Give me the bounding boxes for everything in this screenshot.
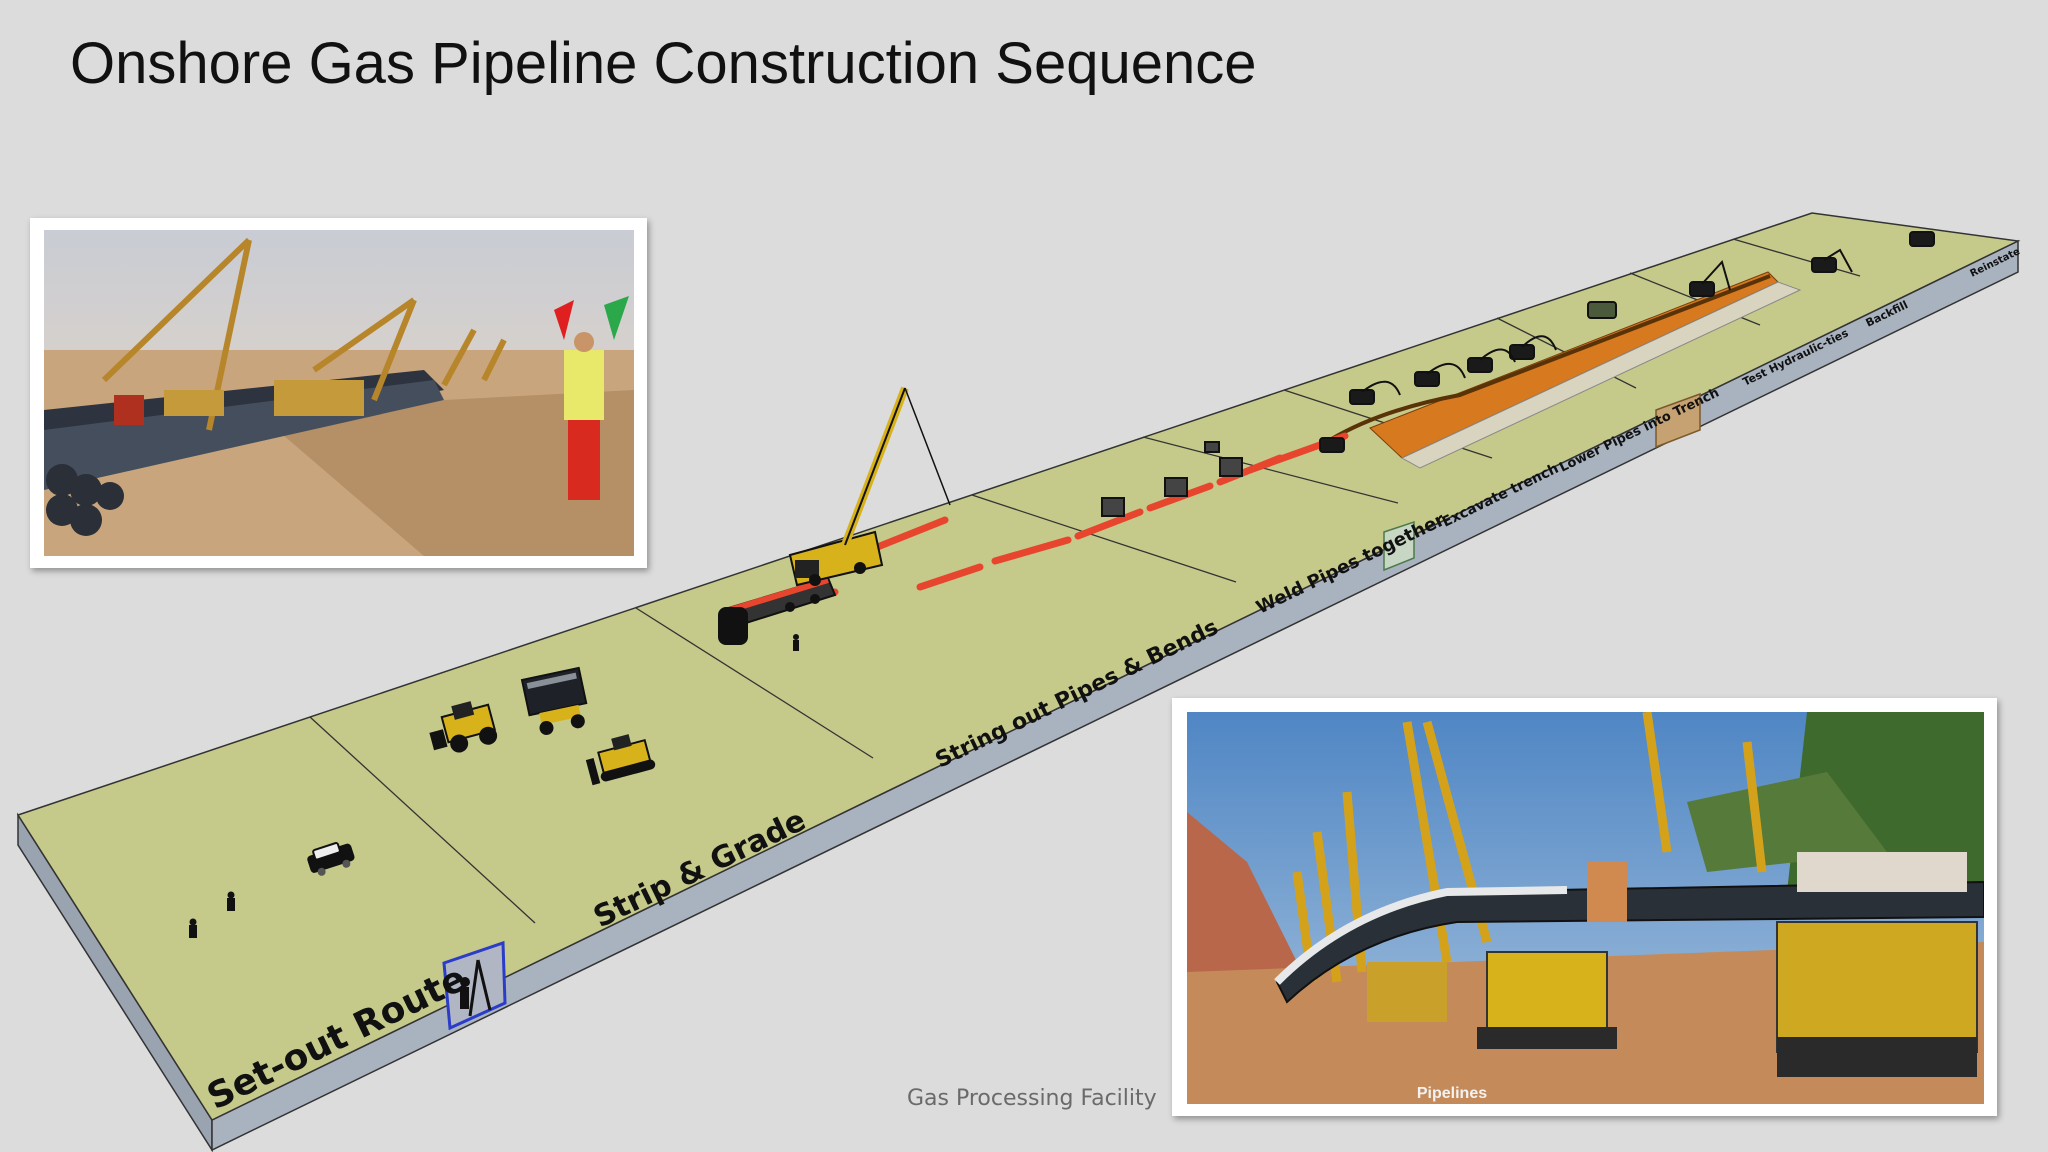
footer-text: Gas Processing Facility xyxy=(907,1086,1157,1111)
photo-caption-bottom-right: Pipelines xyxy=(1417,1085,1487,1102)
worker-icon xyxy=(793,634,799,651)
pipeline-lowering-photo: Pipelines xyxy=(1187,712,1984,1104)
pipe-truck-icon xyxy=(718,576,837,645)
photo-bottom-right: Pipelines xyxy=(1172,698,1997,1116)
bulldozer-icon xyxy=(585,734,656,786)
survey-vehicle-icon xyxy=(307,842,355,876)
loader-icon xyxy=(429,701,498,753)
page-title: Onshore Gas Pipeline Construction Sequen… xyxy=(70,31,1257,96)
side-crane-icon xyxy=(788,386,951,587)
sideboom-booms xyxy=(1361,248,1853,396)
welding-shelters xyxy=(1101,441,1243,517)
lower-thumb-icon xyxy=(1655,392,1701,449)
survey-people xyxy=(189,891,235,938)
surveyor-icon xyxy=(442,940,507,1031)
spoil-pile xyxy=(1400,281,1802,469)
dump-truck-icon xyxy=(520,666,588,735)
lowered-pipe xyxy=(1328,274,1771,442)
slab-top-surface xyxy=(16,212,2021,1121)
truck-green-icon xyxy=(1587,301,1617,319)
pipeline-sideboom-photo xyxy=(44,230,634,556)
weld-thumb-icon xyxy=(1383,520,1415,572)
photo-top-left xyxy=(30,218,647,568)
